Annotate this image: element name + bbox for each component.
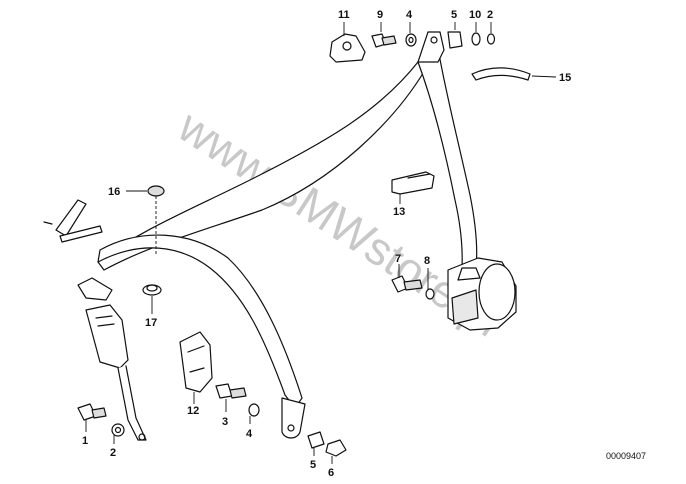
part-6-nut <box>325 439 347 457</box>
retractor-body <box>447 257 517 331</box>
belt-tongue <box>77 277 113 301</box>
part-1-bolt <box>77 403 107 421</box>
part-10-washer <box>471 32 481 46</box>
label-part-5-top: 5 <box>451 9 457 21</box>
part-2-washer-top <box>486 33 496 45</box>
part-17-grommet <box>142 284 162 296</box>
part-2-washer-lower <box>111 423 125 437</box>
label-part-5: 5 <box>310 459 316 471</box>
part-11-cover <box>329 33 366 63</box>
belt-strap-vertical <box>417 47 478 269</box>
label-part-12: 12 <box>187 405 199 417</box>
label-part-8: 8 <box>424 255 430 267</box>
label-part-7: 7 <box>395 253 401 265</box>
part-9-bolt <box>371 33 397 48</box>
label-part-10: 10 <box>469 9 481 21</box>
label-part-1: 1 <box>82 435 88 447</box>
label-part-16: 16 <box>108 186 120 198</box>
label-part-9: 9 <box>377 9 383 21</box>
guide-tool <box>43 199 103 243</box>
upper-anchor-plate <box>417 31 445 63</box>
label-part-3: 3 <box>222 416 228 428</box>
part-4-washer <box>405 33 417 47</box>
lower-anchor-plate <box>281 397 306 439</box>
label-part-2-top: 2 <box>487 9 493 21</box>
label-part-13: 13 <box>393 206 405 218</box>
part-5-spacer-lower <box>307 431 325 449</box>
part-13-guide <box>391 171 435 195</box>
drawing-code: 00009407 <box>606 451 646 461</box>
label-part-6: 6 <box>328 467 334 479</box>
part-8-washer <box>425 288 435 300</box>
label-part-4: 4 <box>246 428 253 440</box>
belt-strap-diagonal <box>97 61 426 271</box>
part-16-cap <box>147 185 165 197</box>
label-part-15: 15 <box>559 72 571 84</box>
part-12-cover <box>179 331 213 393</box>
label-part-2: 2 <box>110 447 116 459</box>
part-4-washer-lower <box>248 403 260 417</box>
part-3-bolt <box>215 383 247 399</box>
buckle-housing <box>85 304 129 369</box>
part-5-spacer <box>447 31 463 49</box>
label-part-4-top: 4 <box>406 9 413 21</box>
label-part-11: 11 <box>338 9 350 21</box>
part-15-cover <box>471 67 531 81</box>
label-part-17: 17 <box>145 317 157 329</box>
